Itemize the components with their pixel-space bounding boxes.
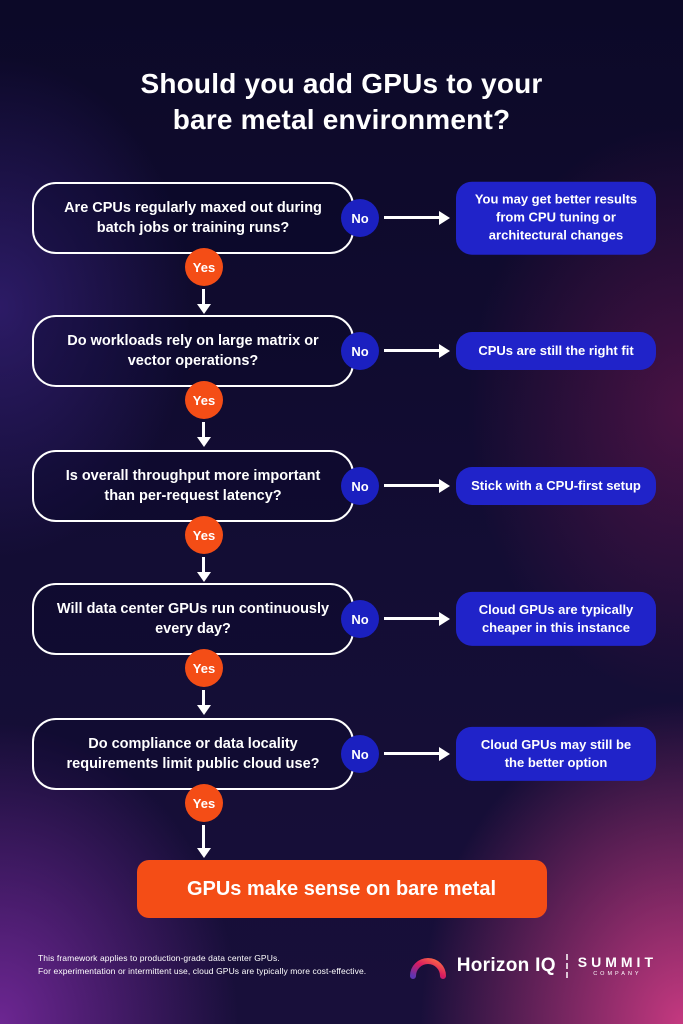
question-box-1: Are CPUs regularly maxed out during batc…	[32, 182, 354, 254]
answer-text-1: You may get better results from CPU tuni…	[474, 191, 638, 244]
yes-badge-5: Yes	[185, 784, 223, 822]
yes-badge-3: Yes	[185, 516, 223, 554]
question-box-2: Do workloads rely on large matrix or vec…	[32, 315, 354, 387]
answer-box-5: Cloud GPUs may still be the better optio…	[456, 726, 656, 782]
no-badge-3: No	[341, 467, 379, 505]
question-text-3: Is overall throughput more important tha…	[65, 467, 321, 504]
page-title-line2: bare metal environment?	[172, 104, 511, 136]
summit-subtext: COMPANY	[593, 970, 642, 977]
no-arrow-3	[384, 484, 440, 487]
no-badge-2: No	[341, 332, 379, 370]
no-arrow-4	[384, 617, 440, 620]
yes-arrow-1	[202, 289, 205, 305]
answer-box-4: Cloud GPUs are typically cheaper in this…	[456, 591, 656, 647]
question-text-1: Are CPUs regularly maxed out during batc…	[64, 199, 322, 236]
no-arrow-2	[384, 349, 440, 352]
no-badge-4: No	[341, 600, 379, 638]
answer-box-1: You may get better results from CPU tuni…	[456, 181, 656, 255]
yes-arrow-4	[202, 690, 205, 706]
answer-text-4: Cloud GPUs are typically cheaper in this…	[478, 601, 634, 635]
summit-text: SUMMIT	[577, 953, 657, 970]
footnote-line1: This framework applies to production-gra…	[38, 953, 280, 963]
question-box-5: Do compliance or data locality requireme…	[32, 718, 354, 790]
summit-wordmark: SUMMIT COMPANY	[578, 955, 657, 978]
answer-box-2: CPUs are still the right fit	[456, 332, 656, 370]
no-badge-5: No	[341, 735, 379, 773]
question-text-2: Do workloads rely on large matrix or vec…	[67, 332, 319, 369]
horizon-arc-icon	[409, 953, 447, 979]
final-result-box: GPUs make sense on bare metal	[136, 860, 547, 918]
no-arrow-1	[384, 216, 440, 219]
question-box-3: Is overall throughput more important tha…	[32, 450, 354, 522]
page-title-line1: Should you add GPUs to your	[140, 68, 543, 99]
question-text-5: Do compliance or data locality requireme…	[66, 735, 320, 772]
yes-arrow-3	[202, 557, 205, 573]
answer-box-3: Stick with a CPU-first setup	[456, 467, 656, 505]
no-badge-1: No	[341, 199, 379, 237]
answer-text-2: CPUs are still the right fit	[478, 342, 634, 358]
no-arrow-5	[384, 752, 440, 755]
footnote-line2: For experimentation or intermittent use,…	[38, 966, 367, 977]
final-result-text: GPUs make sense on bare metal	[186, 877, 497, 900]
yes-arrow-2	[202, 422, 205, 438]
yes-badge-2: Yes	[185, 381, 223, 419]
question-box-4: Will data center GPUs run continuously e…	[32, 583, 354, 655]
answer-text-5: Cloud GPUs may still be the better optio…	[480, 736, 632, 770]
page-title: Should you add GPUs to your bare metal e…	[0, 66, 683, 139]
question-text-4: Will data center GPUs run continuously e…	[56, 600, 330, 637]
answer-text-3: Stick with a CPU-first setup	[471, 477, 641, 493]
footnote: This framework applies to production-gra…	[38, 952, 366, 978]
yes-arrow-5	[202, 825, 205, 849]
yes-badge-1: Yes	[185, 248, 223, 286]
horizoniq-wordmark: Horizon IQ	[456, 955, 556, 976]
brand-separator	[565, 954, 568, 978]
yes-badge-4: Yes	[185, 649, 223, 687]
brand-lockup: Horizon IQ SUMMIT COMPANY	[409, 946, 657, 986]
